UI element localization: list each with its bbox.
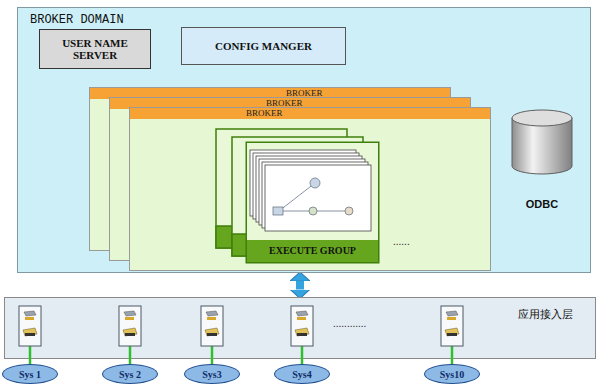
- drawing-part: [265, 165, 371, 231]
- access-layer-band: 应用接入层: [5, 298, 595, 358]
- drawing-part: [29, 346, 32, 365]
- drawing-part: [441, 306, 463, 346]
- server-box: USER NAME SERVER: [40, 30, 150, 68]
- drawing-part: [309, 207, 317, 215]
- label-holder: ......: [393, 236, 410, 247]
- double-arrow: [296, 281, 304, 290]
- broker-panel: BROKER EXECUTE GROUP: [130, 108, 490, 270]
- database-drawing: [508, 108, 576, 178]
- flow-sketch: [273, 178, 353, 215]
- manager-box: CONFIG MANGER: [182, 28, 345, 64]
- drawing-part: [301, 346, 304, 365]
- system-name: Sys4: [292, 369, 311, 380]
- system-ellipse: Sys 1: [3, 365, 57, 383]
- drawing-part: [345, 207, 353, 215]
- drawing-part: [512, 110, 572, 126]
- system-ellipse: Sys 2: [103, 365, 157, 383]
- system-wires: [30, 346, 452, 365]
- system-name: Sys 2: [119, 369, 141, 380]
- drawing-part: [19, 306, 41, 346]
- system-name: Sys10: [440, 369, 464, 380]
- database-cylinder: ODBC: [508, 108, 576, 216]
- box-label: USER NAME SERVER: [55, 37, 135, 61]
- drawing-part: [310, 178, 320, 188]
- system-name: Sys3: [202, 369, 221, 380]
- group-label: EXECUTE GROUP: [247, 244, 378, 258]
- system-name: Sys 1: [19, 369, 41, 380]
- drawing-part: [291, 306, 313, 346]
- broker-label: BROKER: [266, 98, 601, 108]
- drawing-part: [129, 346, 132, 365]
- drawing-part: [201, 306, 223, 346]
- panel-title: BROKER DOMAIN: [30, 13, 601, 27]
- label-holder: ............: [333, 318, 366, 329]
- execute-group-box: EXECUTE GROUP: [247, 143, 378, 262]
- drawing-part: [279, 183, 315, 211]
- drawing-part: [273, 207, 283, 215]
- system-ellipse: Sys10: [425, 365, 479, 383]
- database-label: ODBC: [508, 198, 576, 210]
- drawing-part: [119, 306, 141, 346]
- broker-domain-panel: BROKER DOMAINUSER NAME SERVERCONFIG MANG…: [18, 8, 590, 272]
- drawing-part: [211, 346, 214, 365]
- broker-label: BROKER: [246, 108, 601, 118]
- ellipsis-label: ............: [333, 318, 366, 329]
- band-label: 应用接入层: [518, 307, 601, 322]
- system-ellipse: Sys3: [185, 365, 239, 383]
- box-label: CONFIG MANGER: [215, 40, 312, 52]
- ellipsis-label: ......: [393, 236, 410, 247]
- system-ellipse: Sys4: [275, 365, 329, 383]
- broker-label: BROKER: [286, 88, 601, 98]
- drawing-part: [451, 346, 454, 365]
- message-flow-cards: [247, 143, 378, 240]
